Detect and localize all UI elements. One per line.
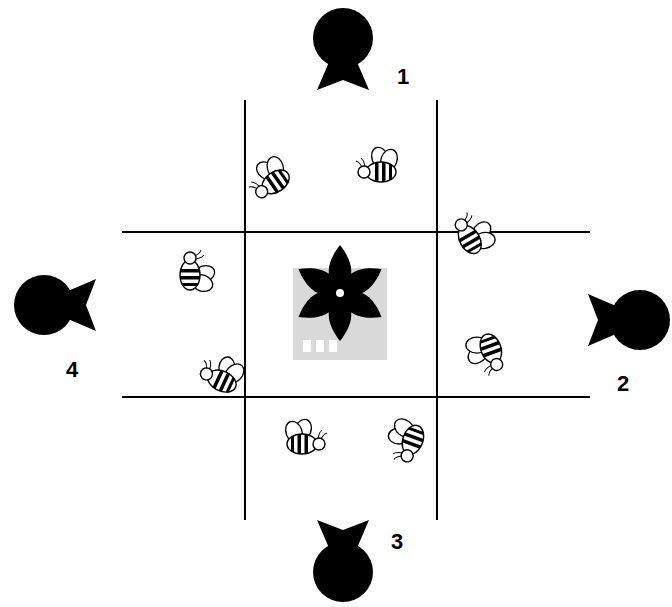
- grid-lines: [122, 100, 590, 520]
- callout-number: 3: [391, 531, 403, 553]
- bee: [459, 327, 509, 381]
- observer-figure: [313, 8, 373, 90]
- observer-figure: [14, 275, 96, 335]
- callout-number: 4: [66, 359, 78, 381]
- bee: [283, 417, 327, 454]
- observer-figure: [313, 520, 373, 602]
- bee: [240, 149, 298, 205]
- callout-number: 2: [617, 373, 629, 395]
- bee: [180, 250, 217, 294]
- flower: [293, 245, 387, 341]
- callout-number: 1: [397, 66, 409, 88]
- bee: [195, 346, 251, 398]
- bee: [449, 204, 503, 261]
- bee: [379, 412, 429, 466]
- observer-figure: [588, 290, 670, 350]
- feeder-marks: [303, 340, 337, 352]
- bee: [356, 145, 400, 182]
